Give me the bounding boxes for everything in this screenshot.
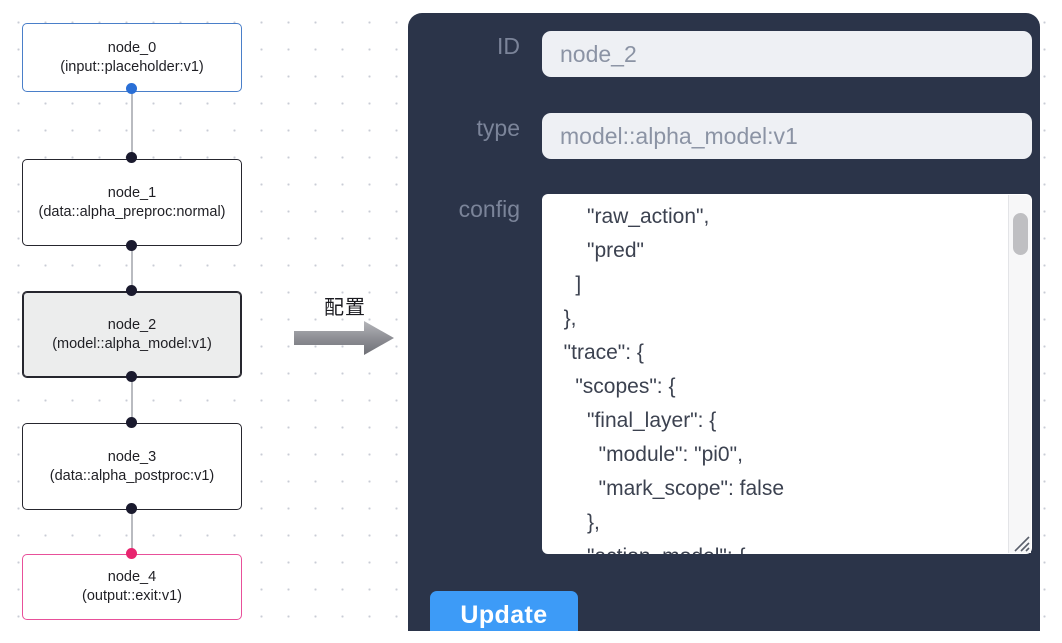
graph-node-node_0[interactable]: node_0 (input::placeholder:v1) <box>22 23 242 92</box>
id-label: ID <box>497 33 520 59</box>
node-graph-canvas[interactable]: node_0 (input::placeholder:v1) node_1 (d… <box>0 0 290 643</box>
type-label: type <box>476 115 520 141</box>
update-button[interactable]: Update <box>430 591 578 631</box>
node-config-panel: ID type config "raw_action", "pred" ] },… <box>408 13 1040 631</box>
arrow-label: 配置 <box>324 297 366 319</box>
config-scrollbar[interactable] <box>1008 195 1031 553</box>
port-dot-node_2-in[interactable] <box>126 285 137 296</box>
resize-grip-icon[interactable] <box>1009 531 1031 553</box>
node-title: node_4 <box>107 569 157 585</box>
graph-node-node_3[interactable]: node_3 (data::alpha_postproc:v1) <box>22 423 242 510</box>
field-row-config: config "raw_action", "pred" ] }, "trace"… <box>430 194 1032 554</box>
field-row-id: ID <box>430 31 1032 77</box>
node-title: node_3 <box>107 448 157 465</box>
type-input[interactable] <box>542 113 1032 159</box>
field-row-type: type <box>430 113 1032 159</box>
configure-arrow-group: 配置 <box>294 295 396 365</box>
config-label: config <box>458 196 520 222</box>
edge-node3-node4 <box>131 508 133 551</box>
graph-node-node_2[interactable]: node_2 (model::alpha_model:v1) <box>22 291 242 378</box>
node-subtitle: (input::placeholder:v1) <box>60 58 204 75</box>
config-textarea-wrapper: "raw_action", "pred" ] }, "trace": { "sc… <box>542 194 1032 554</box>
edge-node1-node2 <box>131 245 133 296</box>
node-subtitle: (model::alpha_model:v1) <box>52 335 212 352</box>
port-dot-node_1-out[interactable] <box>126 240 137 251</box>
id-input[interactable] <box>542 31 1032 77</box>
port-dot-node_1-in[interactable] <box>126 152 137 163</box>
node-subtitle: (data::alpha_postproc:v1) <box>49 467 215 484</box>
port-dot-node_2-out[interactable] <box>126 371 137 382</box>
edge-node2-node3 <box>131 374 133 421</box>
graph-node-node_4[interactable]: node_4 (output::exit:v1) <box>22 554 242 620</box>
edge-node0-node1 <box>131 88 133 162</box>
port-dot-node_0-out[interactable] <box>126 83 137 94</box>
node-title: node_0 <box>107 39 157 56</box>
port-dot-node_3-out[interactable] <box>126 503 137 514</box>
config-textarea[interactable]: "raw_action", "pred" ] }, "trace": { "sc… <box>542 194 1032 554</box>
port-dot-node_4-in[interactable] <box>126 548 137 559</box>
node-subtitle: (output::exit:v1) <box>82 588 182 604</box>
arrow-right-icon <box>294 321 394 355</box>
port-dot-node_3-in[interactable] <box>126 417 137 428</box>
node-title: node_2 <box>107 316 157 333</box>
node-subtitle: (data::alpha_preproc:normal) <box>38 203 226 220</box>
bottom-strip <box>0 633 1062 643</box>
node-title: node_1 <box>107 184 157 201</box>
graph-node-node_1[interactable]: node_1 (data::alpha_preproc:normal) <box>22 159 242 246</box>
config-scrollbar-thumb[interactable] <box>1013 213 1028 255</box>
